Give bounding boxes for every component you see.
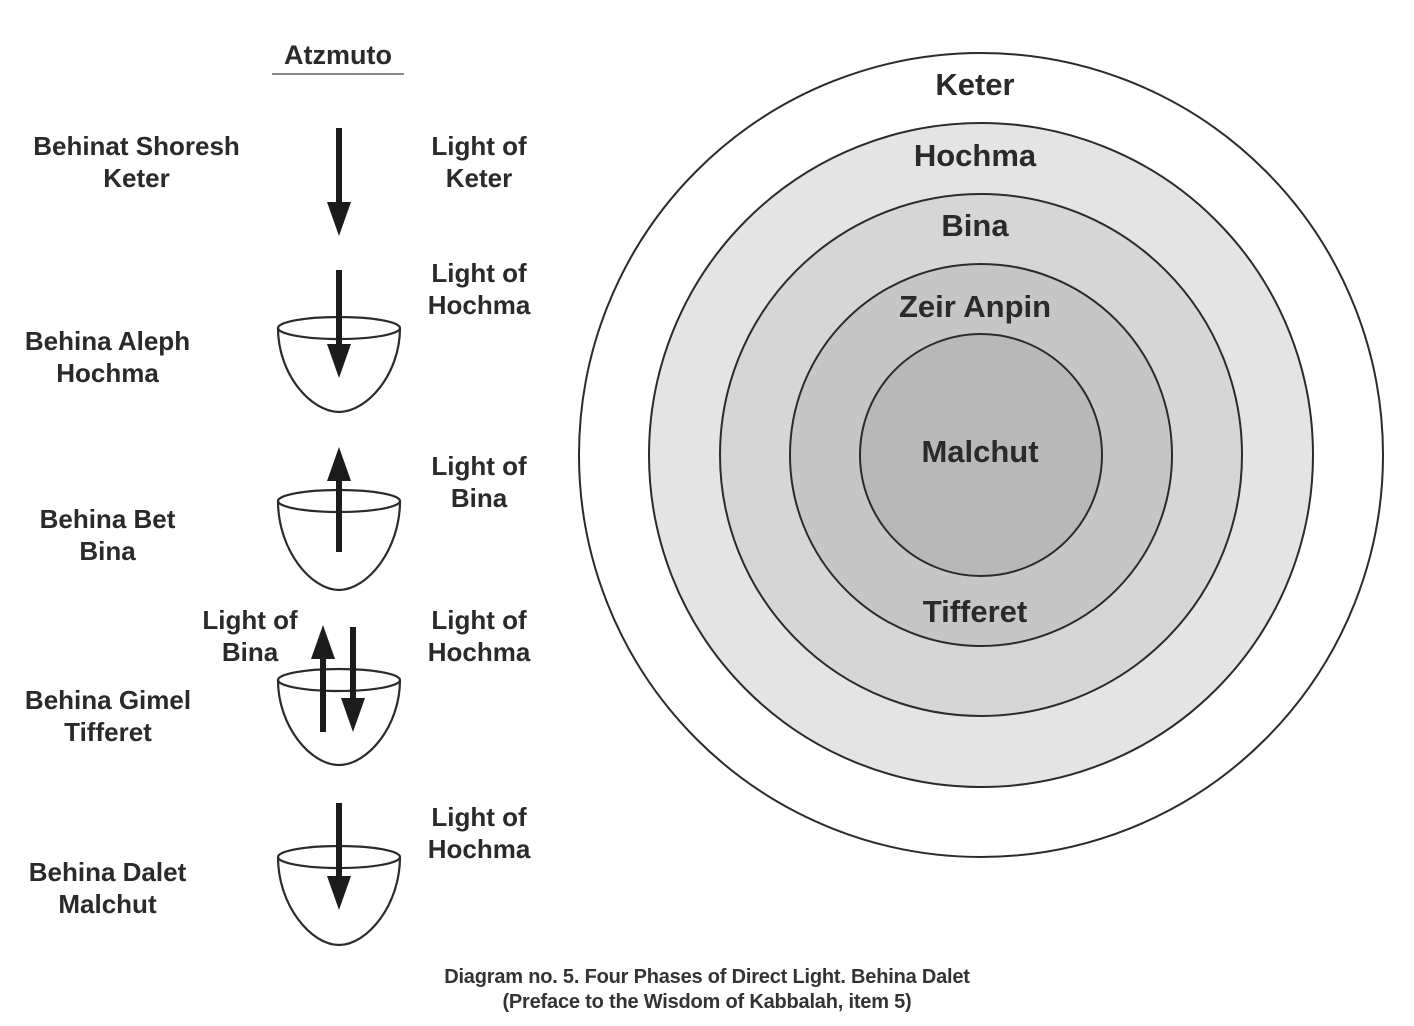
circle-label-hochma: Hochma	[914, 138, 1037, 173]
vessels-group	[276, 315, 402, 947]
phase-label-gimel: Behina Gimel Tifferet	[8, 684, 208, 748]
phase-label-line2: Bina	[79, 536, 136, 566]
light-label-line2: Keter	[445, 163, 513, 193]
light-label-line2: Hochma	[427, 834, 531, 864]
circle-label-zeir-anpin: Zeir Anpin	[899, 289, 1051, 324]
phase-label-line2: Malchut	[58, 889, 157, 919]
arrow-down-icon	[327, 803, 351, 910]
arrow-up-icon	[311, 625, 335, 732]
phase-label-aleph: Behina Aleph Hochma	[10, 325, 205, 389]
light-label-dalet: Light of Hochma	[418, 801, 540, 865]
figure-caption: Diagram no. 5. Four Phases of Direct Lig…	[0, 965, 1414, 1015]
light-label-gimel-right: Light of Hochma	[418, 604, 540, 668]
light-label-line2: Hochma	[427, 637, 531, 667]
phase-label-line2: Tifferet	[64, 717, 152, 747]
light-label-line1: Light of	[431, 451, 527, 481]
caption-line2: (Preface to the Wisdom of Kabbalah, item…	[502, 991, 912, 1013]
arrow-down-icon	[341, 627, 365, 732]
arrow-up-icon	[327, 447, 351, 552]
light-label-line1: Light of	[431, 258, 527, 288]
vessel-rim	[276, 667, 402, 693]
light-label-line2: Bina	[221, 637, 279, 667]
arrow-head	[327, 447, 351, 481]
light-label-line1: Light of	[431, 131, 527, 161]
arrows-group	[311, 128, 365, 910]
light-label-line1: Light of	[202, 605, 298, 635]
phase-label-line1: Behina Aleph	[24, 326, 191, 356]
circle-label-malchut: Malchut	[921, 434, 1038, 469]
phase-label-line1: Behinat Shoresh	[33, 131, 240, 161]
circle-label-tifferet: Tifferet	[923, 594, 1028, 629]
arrow-head	[327, 344, 351, 378]
caption-line1: Diagram no. 5. Four Phases of Direct Lig…	[444, 966, 970, 988]
phase-label-dalet: Behina Dalet Malchut	[10, 856, 205, 920]
light-label-gimel-left: Light of Bina	[190, 604, 310, 668]
arrow-down-icon	[327, 270, 351, 378]
title-atzmuto: Atzmuto	[272, 38, 404, 75]
light-label-line1: Light of	[431, 802, 527, 832]
light-label-bet: Light of Bina	[418, 450, 540, 514]
light-label-line2: Hochma	[427, 290, 531, 320]
arrow-head	[327, 876, 351, 910]
phase-label-line2: Hochma	[56, 358, 159, 388]
light-label-keter: Light of Keter	[418, 130, 540, 194]
arrow-head	[327, 202, 351, 236]
phase-label-line1: Behina Dalet	[28, 857, 187, 887]
phase-label-line1: Behina Bet	[39, 504, 176, 534]
arrow-down-icon	[327, 128, 351, 236]
phase-label-bet: Behina Bet Bina	[10, 503, 205, 567]
phase-label-line2: Keter	[103, 163, 170, 193]
arrow-head	[311, 625, 335, 659]
vessel-body	[276, 679, 402, 767]
phase-label-line1: Behina Gimel	[24, 685, 192, 715]
concentric-circles-group	[578, 52, 1384, 858]
circle-label-bina: Bina	[941, 208, 1009, 243]
circle-label-keter: Keter	[935, 67, 1014, 102]
light-label-aleph: Light of Hochma	[418, 257, 540, 321]
vessel-gimel	[276, 667, 402, 767]
circle-malchut	[859, 333, 1103, 577]
light-label-line1: Light of	[431, 605, 527, 635]
phase-label-shoresh: Behinat Shoresh Keter	[14, 130, 259, 194]
arrow-head	[341, 698, 365, 732]
circle-labels-group: Keter Hochma Bina Zeir Anpin Malchut Tif…	[899, 67, 1051, 629]
light-label-line2: Bina	[450, 483, 508, 513]
